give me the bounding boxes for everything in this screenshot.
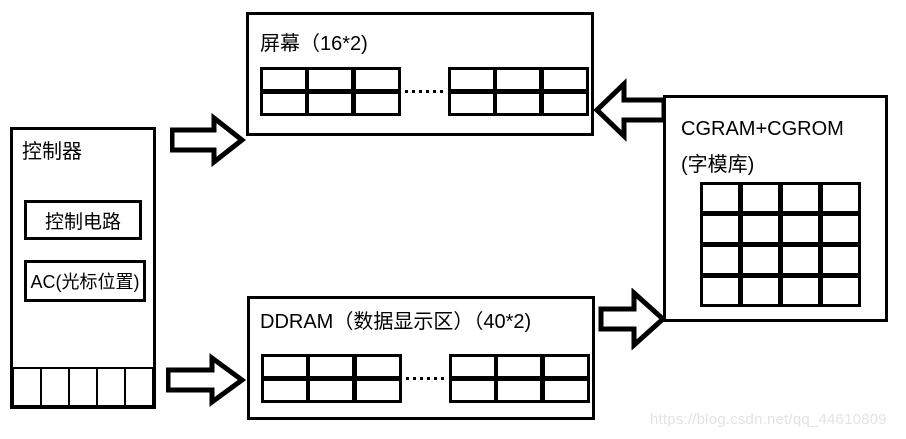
- screen-cell: [352, 90, 401, 116]
- screen-cell: [306, 90, 355, 116]
- address-counter-block[interactable]: AC(光标位置): [24, 260, 146, 302]
- ddram-cell: [353, 353, 402, 379]
- font-cell: [819, 212, 861, 245]
- font-cell: [739, 243, 781, 276]
- arrow-ddram-to-cgram: [598, 287, 667, 351]
- font-cell: [739, 181, 781, 214]
- font-cell: [699, 181, 741, 214]
- font-cell: [739, 212, 781, 245]
- font-cell: [699, 243, 741, 276]
- controller-label: 控制器: [22, 141, 82, 163]
- arrow-controller-to-screen: [169, 112, 247, 168]
- ddram-ellipsis: [406, 377, 444, 380]
- ddram-cell: [495, 377, 544, 403]
- cgram-cgrom-label-line2: (字模库): [681, 154, 755, 176]
- font-cell: [739, 274, 781, 307]
- ddram-cell: [495, 353, 544, 379]
- ddram-cell: [541, 377, 590, 403]
- font-cell: [819, 243, 861, 276]
- screen-cell: [259, 90, 308, 116]
- control-circuit-block[interactable]: 控制电路: [24, 200, 142, 240]
- cgram-cgrom-label-line1: CGRAM+CGROM: [681, 118, 844, 140]
- screen-grid-left: [259, 66, 401, 116]
- screen-cell: [352, 66, 401, 92]
- ddram-cell: [353, 377, 402, 403]
- screen-grid-right: [447, 66, 589, 116]
- arrow-cgram-to-screen: [593, 78, 667, 142]
- ddram-grid-right: [448, 353, 590, 403]
- cgram-font-grid: [699, 181, 861, 307]
- watermark: https://blog.csdn.net/qq_44610809: [650, 411, 887, 428]
- screen-label: 屏幕（16*2): [260, 33, 368, 55]
- screen-cell: [447, 90, 496, 116]
- font-cell: [779, 274, 821, 307]
- screen-cell: [306, 66, 355, 92]
- ddram-label: DDRAM（数据显示区）（40*2): [260, 311, 532, 333]
- font-cell: [779, 212, 821, 245]
- bus-cell: [12, 367, 42, 407]
- font-cell: [699, 212, 741, 245]
- screen-cell: [494, 90, 543, 116]
- screen-ellipsis: [405, 90, 443, 93]
- ddram-cell: [448, 353, 497, 379]
- ddram-cell: [307, 353, 356, 379]
- ddram-cell: [448, 377, 497, 403]
- controller-bus-cells: [12, 367, 154, 407]
- font-cell: [819, 274, 861, 307]
- screen-cell: [540, 66, 589, 92]
- screen-cell: [259, 66, 308, 92]
- font-cell: [819, 181, 861, 214]
- bus-cell: [96, 367, 126, 407]
- bus-cell: [40, 367, 70, 407]
- font-cell: [699, 274, 741, 307]
- ddram-cell: [260, 353, 309, 379]
- screen-cell: [494, 66, 543, 92]
- ddram-grid-left: [260, 353, 402, 403]
- ddram-cell: [541, 353, 590, 379]
- bus-cell: [124, 367, 154, 407]
- arrow-controller-to-ddram: [165, 352, 247, 408]
- font-cell: [779, 243, 821, 276]
- screen-cell: [540, 90, 589, 116]
- ddram-cell: [260, 377, 309, 403]
- screen-cell: [447, 66, 496, 92]
- font-cell: [779, 181, 821, 214]
- bus-cell: [68, 367, 98, 407]
- ddram-cell: [307, 377, 356, 403]
